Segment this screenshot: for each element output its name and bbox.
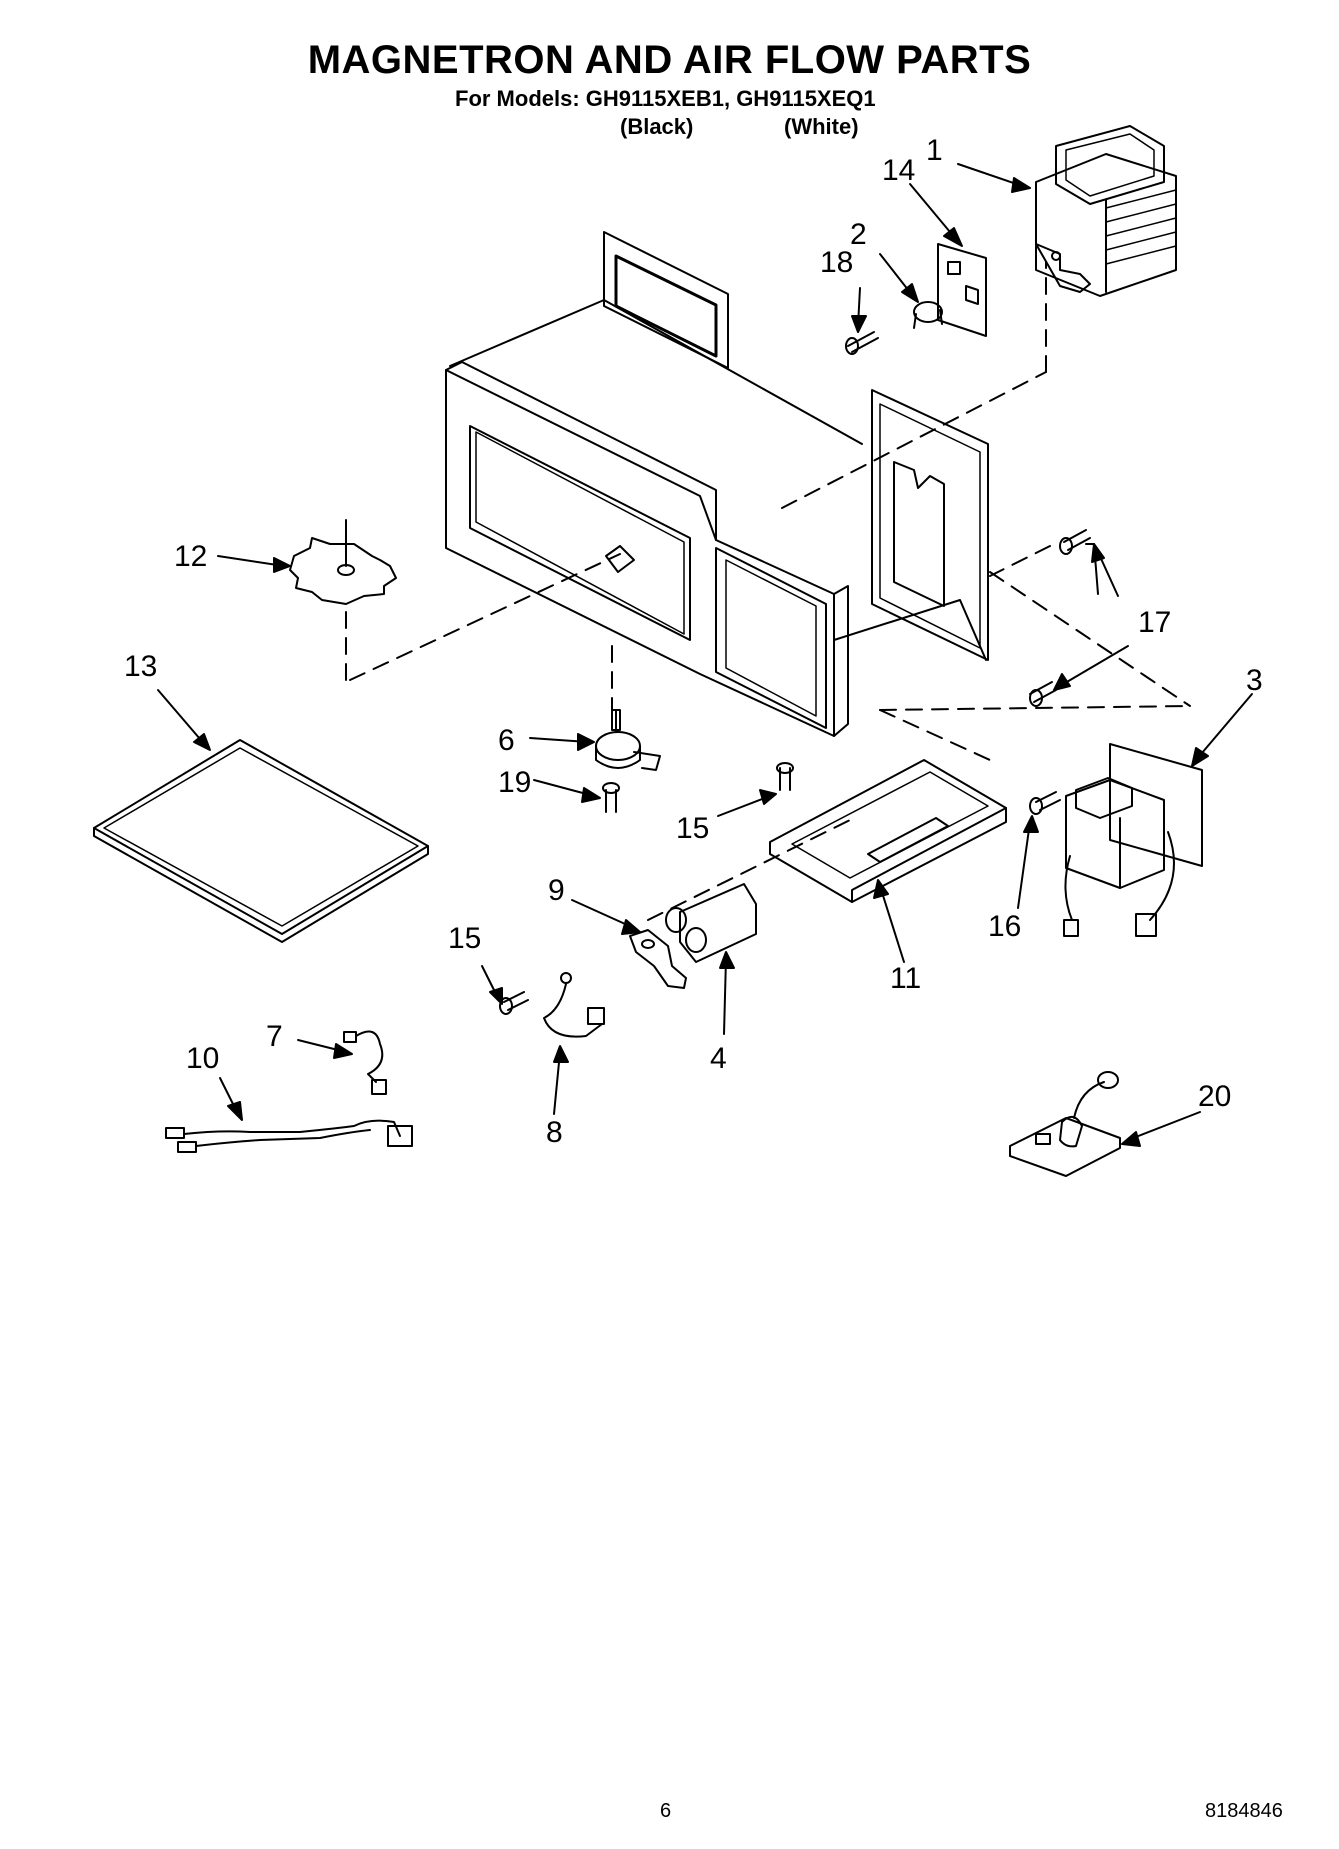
- wire-harness-10: [166, 1121, 412, 1152]
- variant-black-label: (Black): [620, 114, 694, 139]
- document-number: 8184846: [1205, 1800, 1283, 1822]
- callout-arrows: [157, 163, 1253, 1147]
- screw-16: [1030, 792, 1060, 814]
- thermostat: [914, 302, 942, 328]
- callout-3: 3: [1246, 664, 1263, 697]
- page-title: MAGNETRON AND AIR FLOW PARTS: [307, 38, 1032, 82]
- high-voltage-capacitor: [666, 884, 756, 962]
- callout-15-left: 15: [448, 922, 481, 955]
- callout-17-upper: 17: [1138, 606, 1171, 639]
- callout-6: 6: [498, 724, 515, 757]
- magnetron: [1036, 126, 1176, 296]
- high-voltage-diode: [544, 973, 604, 1037]
- dashed-leaders: [345, 261, 1191, 921]
- model-numbers: For Models: GH9115XEB1, GH9115XEQ1: [455, 86, 876, 111]
- callout-8: 8: [546, 1116, 563, 1149]
- screw-15-center: [777, 763, 793, 790]
- capacitor-bracket: [630, 930, 686, 988]
- callout-9: 9: [548, 874, 565, 907]
- callout-10: 10: [186, 1042, 219, 1075]
- screw-18: [846, 332, 878, 354]
- callout-12: 12: [174, 540, 207, 573]
- stirrer-motor: [596, 710, 660, 770]
- high-voltage-transformer: [1064, 744, 1202, 936]
- callout-19: 19: [498, 766, 531, 799]
- callout-18: 18: [820, 246, 853, 279]
- oven-cavity: [445, 232, 988, 737]
- callout-14: 14: [882, 154, 915, 187]
- callout-7: 7: [266, 1020, 283, 1053]
- screw-17-lower: [1030, 682, 1056, 706]
- page-number: 6: [660, 1800, 672, 1822]
- screw-17-upper: [1060, 530, 1090, 554]
- callout-13: 13: [124, 650, 157, 683]
- callout-2: 2: [850, 218, 867, 251]
- callout-11: 11: [890, 962, 921, 995]
- capacitor-mounting-plate: [770, 760, 1007, 903]
- wire-harness-7: [344, 1032, 386, 1095]
- callout-15-center: 15: [676, 812, 709, 845]
- stirrer-blade: [290, 520, 396, 604]
- callout-4: 4: [710, 1042, 727, 1075]
- variant-white-label: (White): [784, 114, 859, 139]
- screw-19: [603, 783, 619, 812]
- noise-filter-board: [1010, 1072, 1120, 1176]
- screw-15-left: [500, 992, 528, 1014]
- callout-20: 20: [1198, 1080, 1231, 1113]
- thermal-cutout-bracket: [938, 244, 986, 336]
- callout-16: 16: [988, 910, 1021, 943]
- callout-1: 1: [926, 134, 943, 167]
- tray-panel: [93, 740, 429, 943]
- callout-numbers: 1 2 3 4 6 7 8 9 10 11 12 13 14 15 15 16 …: [124, 134, 1263, 1149]
